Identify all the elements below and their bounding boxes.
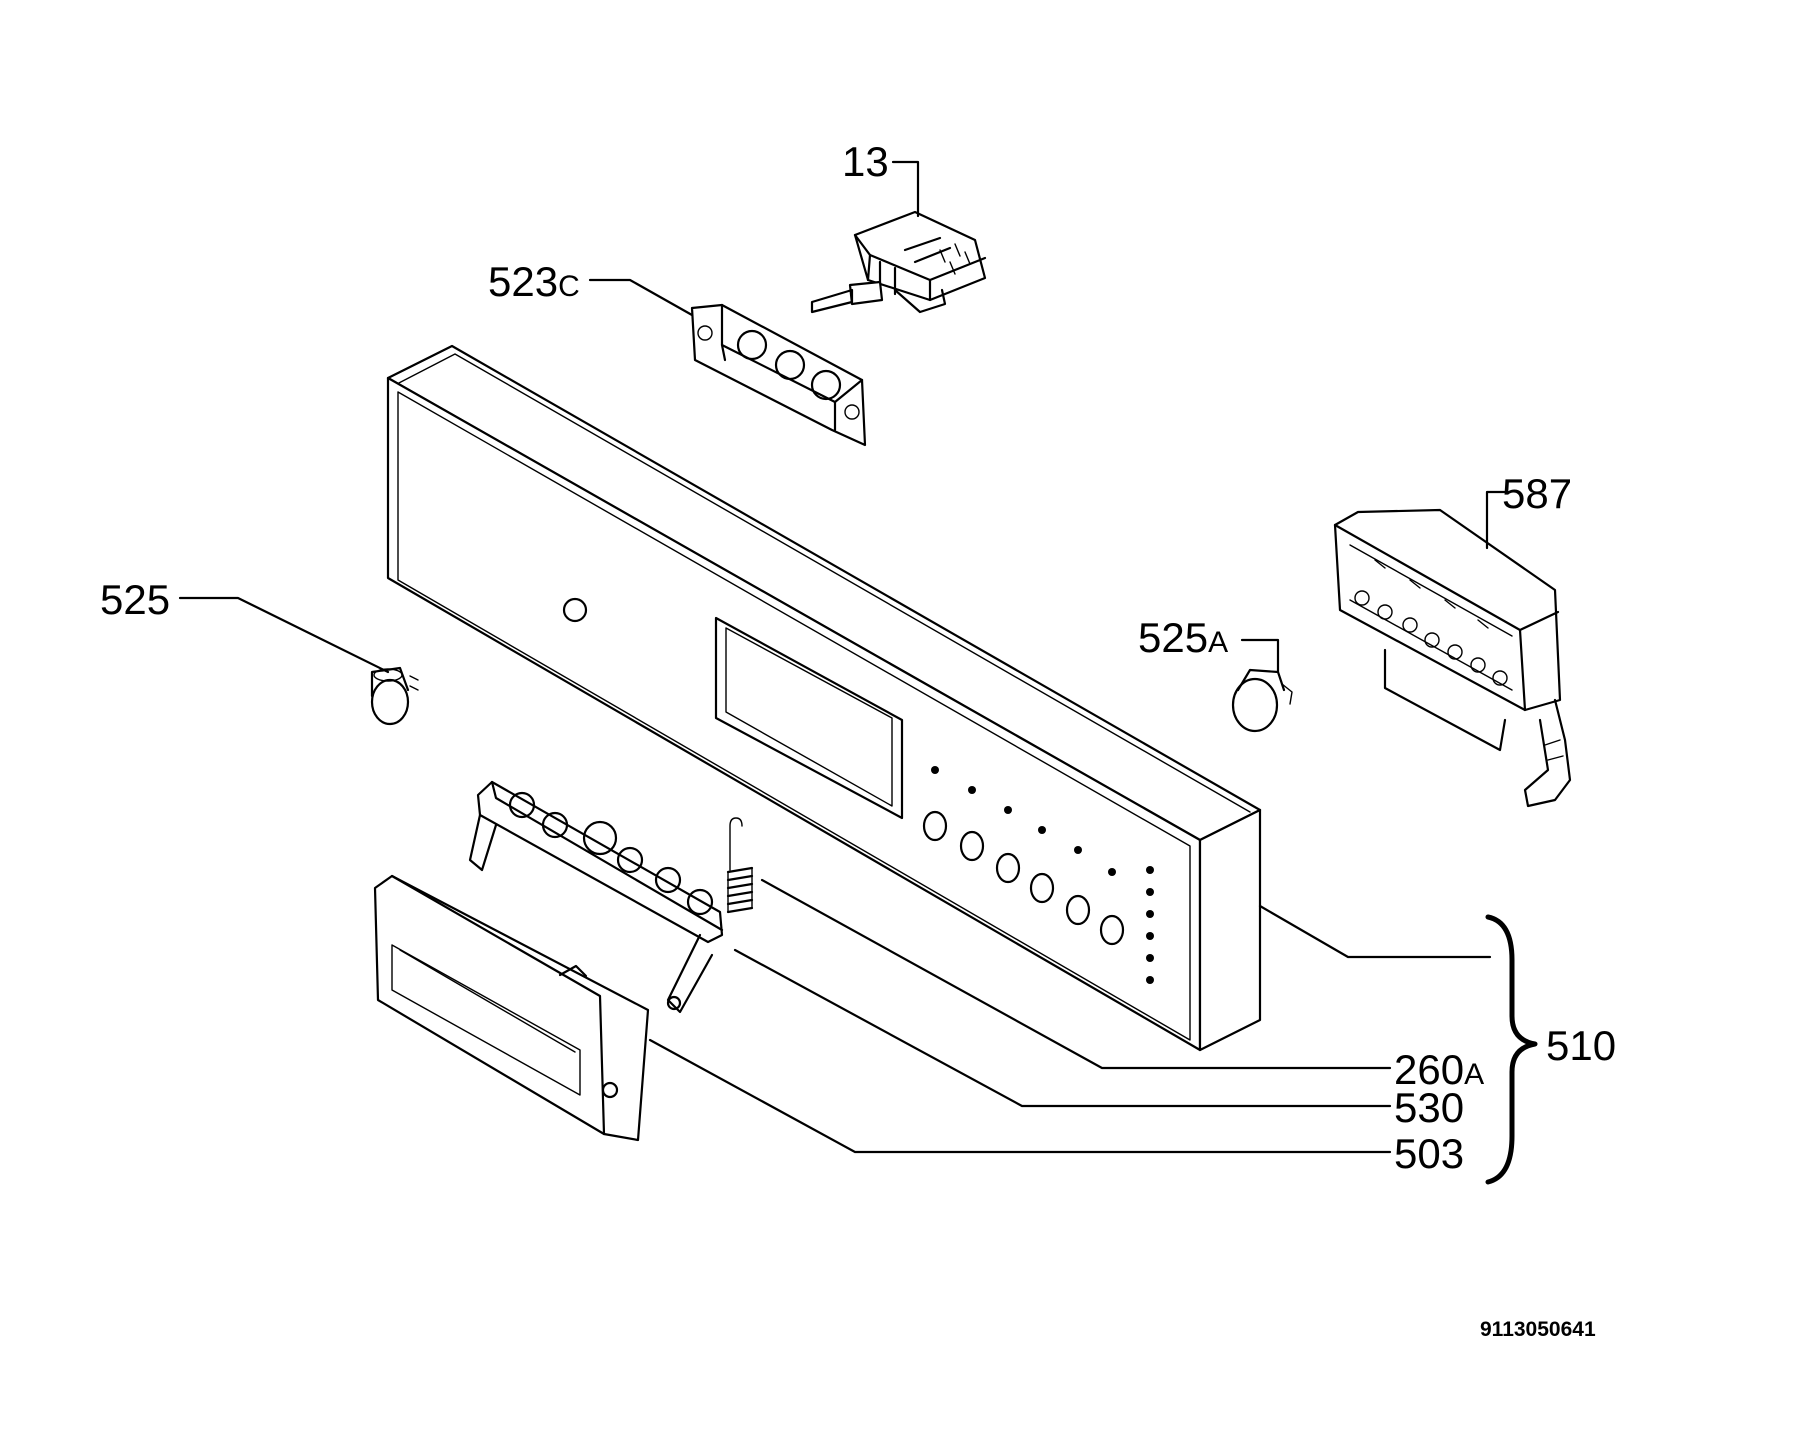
assembly-brace — [1485, 914, 1538, 1185]
label-503: 503 — [648, 1038, 1464, 1177]
mechanism-bumps — [508, 791, 714, 916]
label-530: 530 — [733, 948, 1464, 1131]
svg-text:510: 510 — [1546, 1022, 1616, 1069]
svg-text:525: 525 — [100, 576, 170, 623]
part-260a-spring — [726, 817, 754, 914]
part-530-handle-mechanism — [468, 780, 724, 1014]
module-connectors — [1354, 559, 1508, 686]
part-587-module — [1333, 508, 1572, 808]
part-13-switch — [810, 210, 987, 314]
label-525a: 525A — [1138, 614, 1280, 674]
part-523c-bracket — [690, 303, 867, 447]
label-260a: 260A — [760, 878, 1484, 1093]
part-503-handle-frame — [373, 874, 650, 1142]
label-510: 510 — [1258, 904, 1616, 1185]
svg-text:503: 503 — [1394, 1130, 1464, 1177]
label-523c: 523C — [488, 258, 694, 317]
part-525-knob — [370, 666, 419, 726]
svg-text:530: 530 — [1394, 1084, 1464, 1131]
svg-text:525A: 525A — [1138, 614, 1228, 661]
label-525: 525 — [100, 576, 390, 674]
svg-text:13: 13 — [842, 138, 889, 185]
label-13: 13 — [842, 138, 920, 218]
drawing-code: 9113050641 — [1480, 1318, 1596, 1341]
part-510-control-panel — [386, 344, 1262, 1052]
svg-text:260A: 260A — [1394, 1046, 1484, 1093]
button-holes — [922, 810, 1125, 946]
part-525a-button — [1231, 668, 1293, 733]
label-587: 587 — [1485, 470, 1572, 550]
led-dots — [931, 766, 1154, 984]
svg-text:587: 587 — [1502, 470, 1572, 517]
svg-text:523C: 523C — [488, 258, 580, 305]
